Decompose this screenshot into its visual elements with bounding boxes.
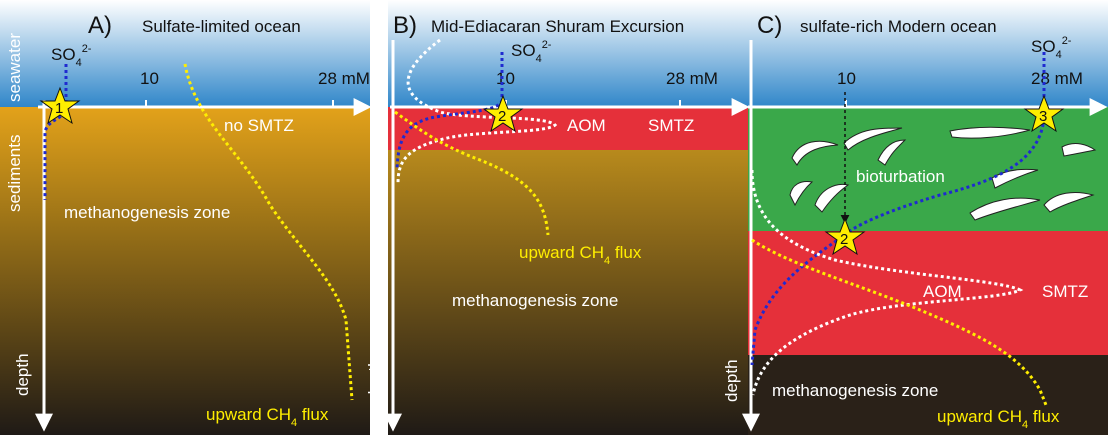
- methanogenesis-layer: [748, 355, 1108, 435]
- tick-label-28: 28 mM: [318, 69, 370, 88]
- methane-profile: [751, 238, 1048, 406]
- sulfate-label: SO42-: [1031, 35, 1072, 61]
- panel-letter: C): [757, 12, 782, 39]
- smtz-label: SMTZ: [1042, 282, 1088, 301]
- sulfate-label: SO42-: [51, 43, 92, 69]
- aom-label: AOM: [567, 116, 606, 135]
- tick-label-10: 10: [496, 69, 515, 88]
- panel-title: sulfate-rich Modern ocean: [800, 17, 997, 36]
- panel-b: B) Mid-Ediacaran Shuram Excursion 10 28 …: [365, 0, 750, 435]
- panel-c: C) sulfate-rich Modern ocean 10 28 mM de…: [722, 0, 1108, 435]
- panel-a: A) Sulfate-limited ocean 10 28 mM seawat…: [0, 0, 372, 435]
- sediment-layer: [0, 107, 370, 435]
- depth-label: depth: [13, 353, 32, 396]
- no-smtz-label: no SMTZ: [224, 116, 294, 135]
- methane-flux-label: upward CH4 flux: [519, 243, 642, 267]
- aom-label: AOM: [923, 282, 962, 301]
- burrow-icon: [789, 126, 1097, 221]
- methanogenesis-label: methanogenesis zone: [772, 381, 938, 400]
- sulfate-profile: [395, 52, 504, 171]
- star-icon: 3: [1023, 94, 1065, 133]
- svg-text:2: 2: [840, 231, 848, 248]
- tick-label-28: 28 mM: [666, 69, 718, 88]
- depth-label: depth: [722, 359, 741, 402]
- seawater-layer: [0, 0, 370, 107]
- sediment-layer: [388, 150, 750, 435]
- methanogenesis-label: methanogenesis zone: [452, 291, 618, 310]
- star-icon: 2: [482, 94, 524, 133]
- panel-title: Sulfate-limited ocean: [142, 17, 301, 36]
- methane-flux-label: upward CH4 flux: [206, 405, 329, 429]
- bioturbation-label: bioturbation: [856, 167, 945, 186]
- svg-text:2: 2: [498, 108, 506, 125]
- panel-divider: [370, 0, 388, 435]
- sediments-label: sediments: [5, 135, 24, 212]
- tick-label-10: 10: [140, 69, 159, 88]
- panel-title: Mid-Ediacaran Shuram Excursion: [431, 17, 684, 36]
- seawater-label: seawater: [5, 33, 24, 102]
- seawater-layer: [388, 0, 750, 107]
- aom-rate-profile: [750, 169, 1024, 396]
- sulfate-profile: [750, 52, 1046, 366]
- svg-text:1: 1: [55, 100, 63, 117]
- smtz-label: SMTZ: [648, 116, 694, 135]
- tick-label-10: 10: [837, 69, 856, 88]
- methane-profile: [394, 110, 550, 236]
- seawater-layer: [748, 0, 1108, 107]
- aom-rate-profile: [396, 38, 558, 186]
- svg-text:3: 3: [1039, 108, 1047, 125]
- sulfate-label: SO42-: [511, 39, 552, 65]
- panel-letter: B): [393, 12, 417, 39]
- tick-label-28: 28 mM: [1031, 69, 1083, 88]
- star-icon: 2: [824, 217, 866, 256]
- methane-flux-label: upward CH4 flux: [937, 407, 1060, 431]
- star-icon: 1: [39, 86, 81, 125]
- panel-letter: A): [88, 12, 112, 39]
- methane-profile: [183, 63, 354, 401]
- methanogenesis-label: methanogenesis zone: [64, 203, 230, 222]
